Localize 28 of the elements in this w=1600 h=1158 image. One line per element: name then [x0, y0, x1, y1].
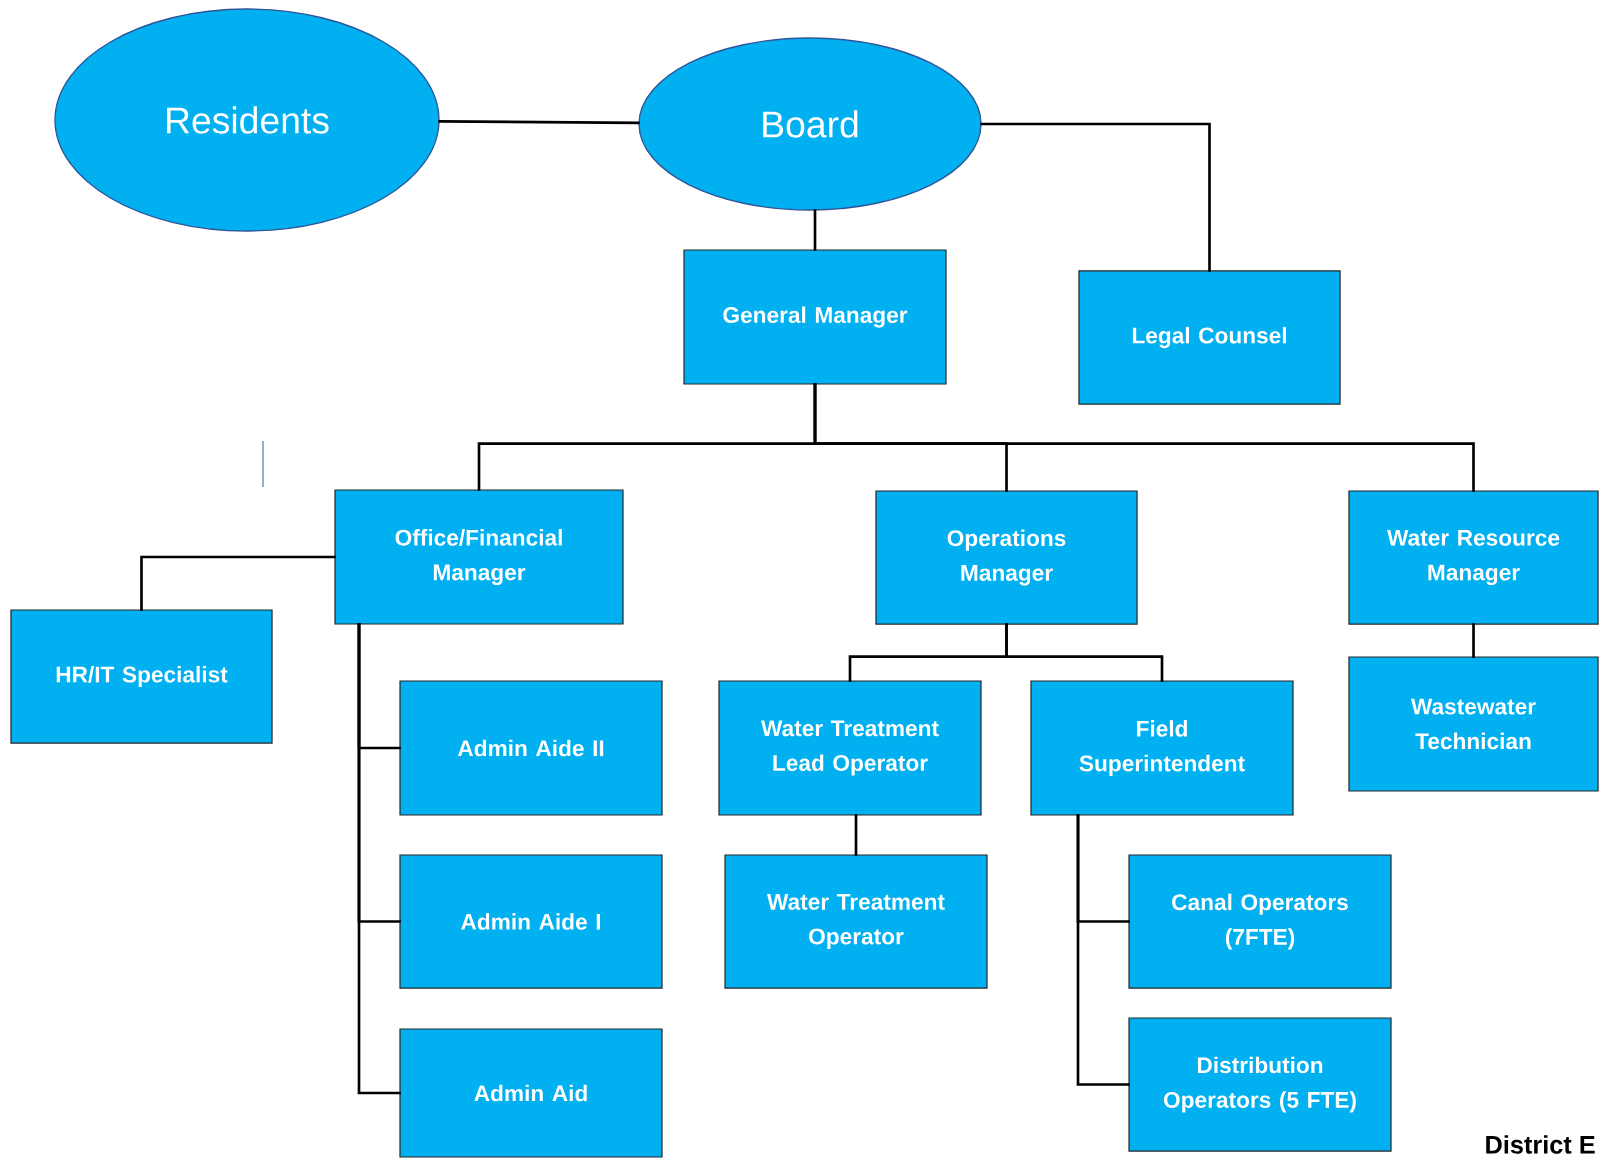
connector-line — [980, 122, 1211, 272]
connector-line — [854, 814, 858, 856]
ellipse-node: Board — [638, 37, 982, 211]
role-box: Water Treatment Lead Operator — [718, 680, 982, 816]
role-box: Canal Operators (7FTE) — [1128, 854, 1392, 989]
role-box: Admin Aide II — [399, 680, 663, 816]
role-box: Admin Aide I — [399, 854, 663, 989]
footer-text: District E — [1486, 1135, 1595, 1154]
role-box: Operations Manager — [875, 490, 1138, 625]
connector-line — [813, 209, 817, 251]
role-box: Water Treatment Operator — [724, 854, 988, 989]
role-box: HR/IT Specialist — [10, 609, 273, 744]
connector-line — [1005, 623, 1164, 682]
role-box: Admin Aid — [399, 1028, 663, 1158]
connector-line — [140, 555, 336, 611]
role-box: Water Resource Manager — [1348, 490, 1599, 625]
connector-line — [438, 120, 640, 125]
role-box: Field Superintendent — [1030, 680, 1294, 816]
role-box: Wastewater Technician — [1348, 656, 1599, 792]
connector-line — [357, 623, 401, 1095]
connector-line — [1472, 623, 1475, 658]
connector-line — [813, 383, 1475, 492]
role-box: Distribution Operators (5 FTE) — [1128, 1017, 1392, 1152]
role-box: Legal Counsel — [1078, 270, 1341, 405]
connector-line — [1076, 814, 1130, 1086]
role-box: Office/Financial Manager — [334, 489, 624, 625]
ellipse-node: Residents — [54, 8, 440, 232]
role-box: General Manager — [683, 249, 947, 385]
